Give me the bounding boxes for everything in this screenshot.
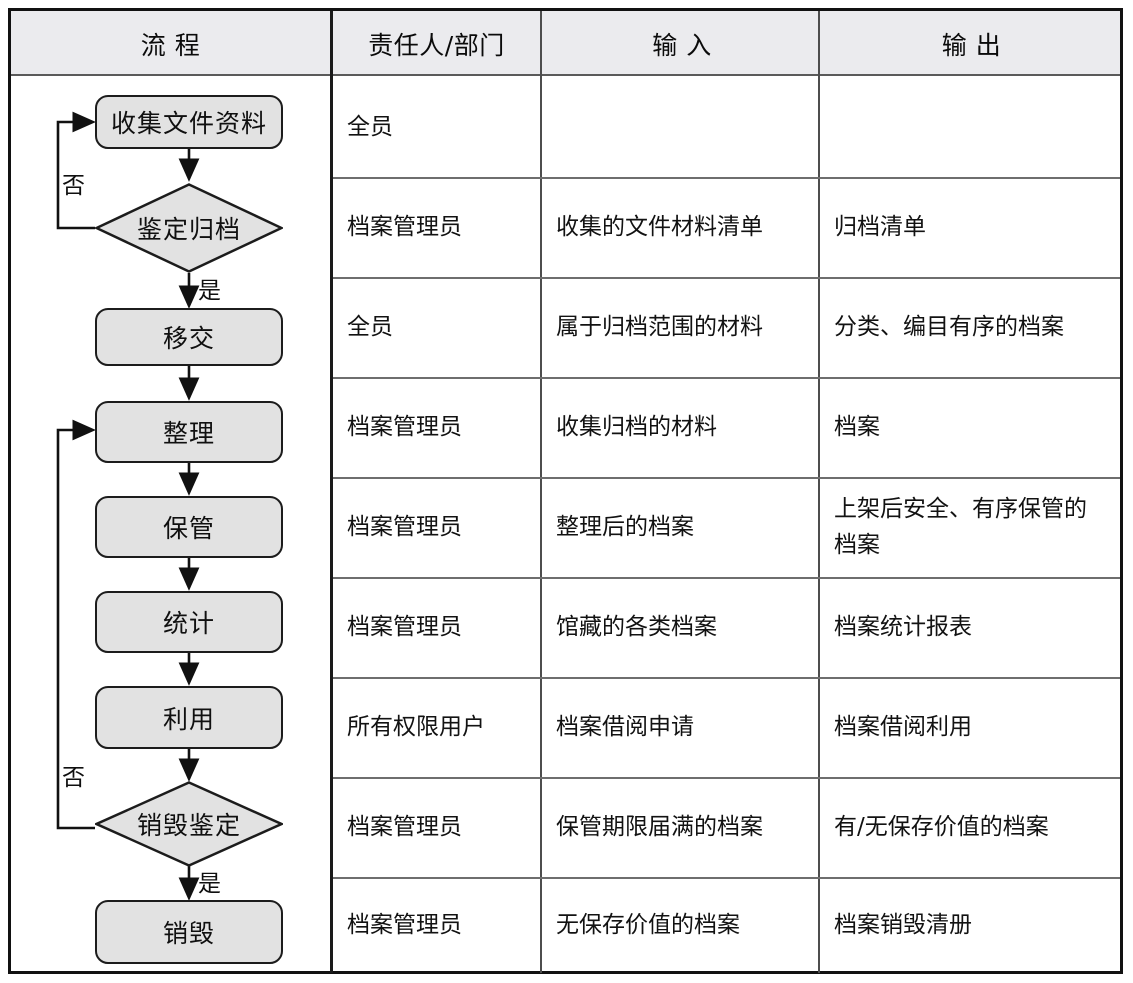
table-cell-owner: 全员 xyxy=(347,314,393,341)
diamond-shape xyxy=(95,781,283,867)
edge-label-no-top: 否 xyxy=(62,173,85,199)
table-cell-owner: 全员 xyxy=(347,113,393,140)
table-cell-output: 归档清单 xyxy=(834,214,926,241)
column-divider-input xyxy=(818,11,820,973)
edge-label-no-bottom: 否 xyxy=(62,765,85,791)
table-cell-owner: 档案管理员 xyxy=(347,514,462,541)
table-cell-owner: 档案管理员 xyxy=(347,414,462,441)
table-cell-input: 档案借阅申请 xyxy=(556,714,694,741)
row-divider-3 xyxy=(333,377,1120,379)
table-cell-output: 档案 xyxy=(834,414,880,441)
table-cell-input: 属于归档范围的材料 xyxy=(556,314,763,341)
row-divider-8 xyxy=(333,877,1120,879)
table-cell-output: 档案借阅利用 xyxy=(834,714,972,741)
table-cell-input: 无保存价值的档案 xyxy=(556,911,740,938)
table-cell-input: 收集的文件材料清单 xyxy=(556,214,763,241)
flow-decision-destruction-appraisal[interactable]: 销毁鉴定 xyxy=(95,781,283,867)
table-header-row: 流 程 责任人/部门 输 入 输 出 xyxy=(11,11,1120,76)
process-flowchart: 收集文件资料 鉴定归档 否 是 移交 整理 保管 统计 利用 否 销毁鉴 xyxy=(0,0,340,983)
column-divider-owner xyxy=(540,11,542,973)
row-divider-1 xyxy=(333,177,1120,179)
table-cell-input xyxy=(542,78,818,177)
table-cell-owner: 档案管理员 xyxy=(347,614,462,641)
table-cell-owner: 所有权限用户 xyxy=(347,714,485,741)
row-divider-6 xyxy=(333,677,1120,679)
table-cell-output: 有/无保存价值的档案 xyxy=(834,814,1049,841)
row-divider-7 xyxy=(333,777,1120,779)
table-cell-input: 馆藏的各类档案 xyxy=(556,614,717,641)
table-cell-output: 档案销毁清册 xyxy=(834,911,972,938)
column-header-output: 输 出 xyxy=(941,30,1002,60)
table-cell-output: 分类、编目有序的档案 xyxy=(834,314,1064,341)
edge-label-yes-bottom: 是 xyxy=(198,871,221,897)
row-divider-4 xyxy=(333,477,1120,479)
flow-node-statistics[interactable]: 统计 xyxy=(95,591,283,653)
table-cell-output: 上架后安全、有序保管的档案 xyxy=(834,496,1087,558)
row-divider-2 xyxy=(333,277,1120,279)
column-header-owner: 责任人/部门 xyxy=(368,30,505,60)
diamond-shape xyxy=(95,183,283,273)
column-divider-process xyxy=(330,11,333,973)
edge-label-yes-top: 是 xyxy=(198,278,221,304)
flow-node-storage[interactable]: 保管 xyxy=(95,496,283,558)
column-header-process: 流 程 xyxy=(140,30,201,60)
table-cell-output: 档案统计报表 xyxy=(834,614,972,641)
flow-node-destruction[interactable]: 销毁 xyxy=(95,900,283,964)
flow-node-transfer[interactable]: 移交 xyxy=(95,308,283,366)
table-cell-owner: 档案管理员 xyxy=(347,214,462,241)
table-cell-input: 整理后的档案 xyxy=(556,514,694,541)
row-divider-5 xyxy=(333,577,1120,579)
outer-frame xyxy=(8,8,1123,974)
flow-node-arrange[interactable]: 整理 xyxy=(95,401,283,463)
flow-decision-appraisal-filing[interactable]: 鉴定归档 xyxy=(95,183,283,273)
table-cell-output xyxy=(820,78,1120,177)
column-header-input: 输 入 xyxy=(652,30,712,60)
flow-node-collect-documents[interactable]: 收集文件资料 xyxy=(95,95,283,149)
table-cell-input: 保管期限届满的档案 xyxy=(556,814,763,841)
table-cell-owner: 档案管理员 xyxy=(347,814,462,841)
flow-node-utilization[interactable]: 利用 xyxy=(95,686,283,749)
table-cell-owner: 档案管理员 xyxy=(347,911,462,938)
table-cell-input: 收集归档的材料 xyxy=(556,414,717,441)
